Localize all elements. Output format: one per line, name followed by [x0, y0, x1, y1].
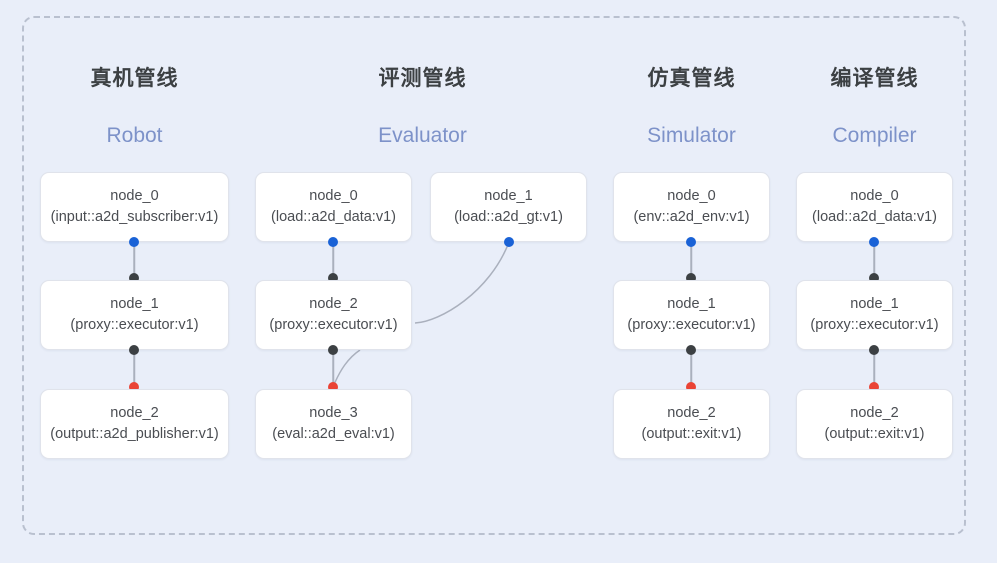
node-evaluator-2[interactable]: node_2 (proxy::executor:v1) — [255, 280, 412, 350]
node-name: node_2 — [667, 404, 716, 421]
node-spec: (load::a2d_gt:v1) — [454, 209, 563, 225]
node-evaluator-1[interactable]: node_1 (load::a2d_gt:v1) — [430, 172, 587, 242]
node-simulator-2[interactable]: node_2 (output::exit:v1) — [613, 389, 770, 459]
node-evaluator-0[interactable]: node_0 (load::a2d_data:v1) — [255, 172, 412, 242]
node-spec: (output::exit:v1) — [824, 426, 925, 442]
column-title-en-simulator: Simulator — [647, 124, 736, 147]
port-input-simulator-2[interactable] — [686, 382, 696, 392]
edge-compiler-0-to-1 — [873, 242, 875, 278]
node-spec: (input::a2d_subscriber:v1) — [50, 209, 219, 225]
edge-simulator-1-to-2 — [690, 350, 692, 387]
node-compiler-0[interactable]: node_0 (load::a2d_data:v1) — [796, 172, 953, 242]
port-output-evaluator-2[interactable] — [328, 345, 338, 355]
port-input-robot-1[interactable] — [129, 273, 139, 283]
node-robot-2[interactable]: node_2 (output::a2d_publisher:v1) — [40, 389, 229, 459]
edge-robot-1-to-2 — [133, 350, 135, 387]
column-title-cn-compiler: 编译管线 — [830, 67, 919, 90]
column-title-cn-simulator: 仿真管线 — [647, 67, 736, 90]
node-evaluator-3[interactable]: node_3 (eval::a2d_eval:v1) — [255, 389, 412, 459]
node-spec: (env::a2d_env:v1) — [633, 209, 750, 225]
node-name: node_2 — [850, 404, 899, 421]
node-name: node_0 — [667, 187, 716, 204]
node-spec: (proxy::executor:v1) — [70, 317, 199, 333]
column-header-evaluator: 评测管线 Evaluator — [328, 62, 517, 152]
port-output-robot-0[interactable] — [129, 237, 139, 247]
port-output-robot-1[interactable] — [129, 345, 139, 355]
port-input-compiler-2[interactable] — [869, 382, 879, 392]
node-spec: (load::a2d_data:v1) — [812, 209, 937, 225]
node-compiler-2[interactable]: node_2 (output::exit:v1) — [796, 389, 953, 459]
node-name: node_1 — [484, 187, 533, 204]
node-simulator-1[interactable]: node_1 (proxy::executor:v1) — [613, 280, 770, 350]
port-output-evaluator-1[interactable] — [504, 237, 514, 247]
node-name: node_2 — [110, 404, 159, 421]
node-spec: (output::exit:v1) — [641, 426, 742, 442]
column-header-simulator: 仿真管线 Simulator — [597, 62, 786, 152]
port-output-evaluator-0[interactable] — [328, 237, 338, 247]
port-input-robot-2[interactable] — [129, 382, 139, 392]
port-input-evaluator-3[interactable] — [328, 382, 338, 392]
column-header-robot: 真机管线 Robot — [40, 62, 229, 152]
node-compiler-1[interactable]: node_1 (proxy::executor:v1) — [796, 280, 953, 350]
port-input-compiler-1[interactable] — [869, 273, 879, 283]
edge-evaluator-0-to-2 — [332, 242, 334, 278]
column-title-en-evaluator: Evaluator — [378, 124, 467, 147]
column-title-en-robot: Robot — [106, 124, 163, 147]
node-spec: (proxy::executor:v1) — [269, 317, 398, 333]
diagram-outer-frame — [22, 16, 966, 535]
node-name: node_1 — [667, 295, 716, 312]
column-title-en-compiler: Compiler — [832, 124, 917, 147]
node-simulator-0[interactable]: node_0 (env::a2d_env:v1) — [613, 172, 770, 242]
node-spec: (proxy::executor:v1) — [810, 317, 939, 333]
edge-robot-0-to-1 — [133, 242, 135, 278]
column-header-compiler: 编译管线 Compiler — [780, 62, 969, 152]
port-output-compiler-1[interactable] — [869, 345, 879, 355]
node-name: node_0 — [110, 187, 159, 204]
node-name: node_1 — [110, 295, 159, 312]
node-name: node_0 — [850, 187, 899, 204]
port-output-simulator-1[interactable] — [686, 345, 696, 355]
node-spec: (output::a2d_publisher:v1) — [50, 426, 219, 442]
node-name: node_1 — [850, 295, 899, 312]
port-output-compiler-0[interactable] — [869, 237, 879, 247]
node-name: node_0 — [309, 187, 358, 204]
port-output-simulator-0[interactable] — [686, 237, 696, 247]
edge-simulator-0-to-1 — [690, 242, 692, 278]
node-robot-0[interactable]: node_0 (input::a2d_subscriber:v1) — [40, 172, 229, 242]
node-spec: (proxy::executor:v1) — [627, 317, 756, 333]
port-input-evaluator-2[interactable] — [328, 273, 338, 283]
column-title-cn-robot: 真机管线 — [90, 67, 179, 90]
node-name: node_3 — [309, 404, 358, 421]
node-spec: (load::a2d_data:v1) — [271, 209, 396, 225]
port-input-simulator-1[interactable] — [686, 273, 696, 283]
node-spec: (eval::a2d_eval:v1) — [272, 426, 395, 442]
column-title-cn-evaluator: 评测管线 — [378, 67, 467, 90]
edge-compiler-1-to-2 — [873, 350, 875, 387]
node-robot-1[interactable]: node_1 (proxy::executor:v1) — [40, 280, 229, 350]
node-name: node_2 — [309, 295, 358, 312]
